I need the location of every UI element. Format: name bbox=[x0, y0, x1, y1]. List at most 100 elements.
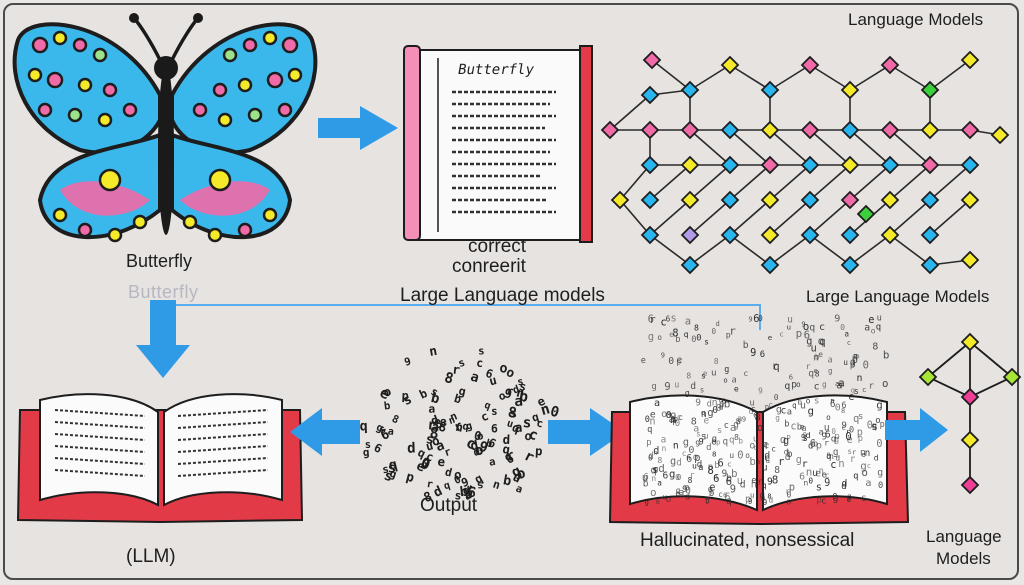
small-network-icon bbox=[918, 332, 1022, 495]
svg-text:p: p bbox=[708, 463, 713, 473]
svg-text:s: s bbox=[518, 379, 528, 394]
llm-label: (LLM) bbox=[126, 546, 176, 567]
svg-text:s: s bbox=[737, 417, 742, 426]
svg-text:b: b bbox=[787, 449, 793, 460]
svg-text:0: 0 bbox=[835, 403, 841, 414]
svg-text:p: p bbox=[858, 434, 863, 444]
svg-text:0: 0 bbox=[691, 335, 696, 345]
svg-text:n: n bbox=[803, 478, 808, 488]
svg-text:p: p bbox=[726, 330, 731, 340]
svg-text:0: 0 bbox=[668, 356, 674, 367]
svg-text:q: q bbox=[387, 456, 399, 474]
svg-text:d: d bbox=[472, 445, 481, 459]
svg-text:9: 9 bbox=[695, 439, 700, 449]
svg-text:q: q bbox=[359, 419, 368, 434]
svg-text:q: q bbox=[773, 360, 779, 373]
svg-text:c: c bbox=[751, 405, 756, 415]
arrow-down-icon bbox=[136, 300, 190, 378]
svg-text:g: g bbox=[465, 421, 474, 433]
svg-text:a: a bbox=[838, 377, 844, 390]
svg-text:q: q bbox=[729, 436, 734, 446]
svg-text:a: a bbox=[428, 402, 435, 415]
svg-text:o: o bbox=[684, 482, 690, 493]
svg-text:b: b bbox=[813, 439, 818, 449]
svg-text:9: 9 bbox=[730, 483, 736, 495]
svg-text:c: c bbox=[847, 338, 851, 347]
svg-text:6: 6 bbox=[713, 473, 719, 485]
svg-text:8: 8 bbox=[433, 416, 444, 432]
svg-text:8: 8 bbox=[755, 413, 761, 424]
svg-text:o: o bbox=[803, 320, 810, 333]
svg-text:u: u bbox=[749, 399, 754, 409]
svg-text:n: n bbox=[448, 409, 459, 424]
svg-text:9: 9 bbox=[834, 313, 840, 324]
svg-text:a: a bbox=[698, 463, 703, 473]
svg-text:q: q bbox=[818, 335, 825, 348]
svg-text:q: q bbox=[483, 400, 492, 412]
svg-text:0: 0 bbox=[840, 322, 845, 332]
svg-text:c: c bbox=[825, 470, 830, 480]
svg-text:b: b bbox=[798, 398, 803, 407]
svg-text:8: 8 bbox=[774, 465, 780, 476]
svg-text:e: e bbox=[709, 481, 715, 493]
svg-text:b: b bbox=[459, 484, 469, 500]
svg-text:s: s bbox=[478, 345, 485, 357]
svg-text:s: s bbox=[816, 481, 822, 493]
svg-text:g: g bbox=[760, 491, 766, 502]
svg-text:a: a bbox=[514, 483, 524, 496]
svg-text:e: e bbox=[703, 369, 708, 378]
svg-text:b: b bbox=[883, 348, 890, 361]
svg-text:o: o bbox=[499, 361, 509, 377]
svg-text:u: u bbox=[766, 456, 771, 465]
svg-text:r: r bbox=[452, 361, 462, 377]
svg-text:u: u bbox=[737, 476, 743, 487]
svg-text:r: r bbox=[850, 454, 856, 465]
svg-text:u: u bbox=[418, 459, 429, 473]
svg-text:c: c bbox=[841, 423, 846, 432]
svg-text:b: b bbox=[643, 479, 649, 490]
svg-text:9: 9 bbox=[801, 321, 805, 329]
svg-text:r: r bbox=[729, 325, 736, 338]
svg-text:r: r bbox=[757, 478, 762, 488]
svg-text:s: s bbox=[696, 430, 701, 439]
svg-text:0: 0 bbox=[688, 445, 694, 456]
svg-text:g: g bbox=[822, 380, 827, 389]
butterfly-faded-label: Butterfly bbox=[128, 282, 199, 302]
svg-text:s: s bbox=[854, 387, 859, 397]
svg-text:b: b bbox=[743, 340, 749, 351]
svg-text:b: b bbox=[738, 437, 743, 446]
svg-text:6: 6 bbox=[666, 314, 671, 323]
svg-text:d: d bbox=[697, 460, 702, 470]
svg-text:6: 6 bbox=[724, 492, 730, 504]
svg-text:s: s bbox=[476, 479, 485, 492]
svg-text:r: r bbox=[785, 487, 790, 496]
svg-text:d: d bbox=[769, 495, 773, 504]
svg-text:8: 8 bbox=[872, 342, 878, 353]
svg-text:e: e bbox=[818, 350, 823, 359]
svg-text:r: r bbox=[506, 384, 514, 398]
svg-text:s: s bbox=[388, 461, 396, 477]
svg-text:n: n bbox=[686, 453, 690, 462]
svg-text:n: n bbox=[713, 473, 718, 482]
svg-text:8: 8 bbox=[686, 371, 691, 380]
svg-text:p: p bbox=[834, 431, 840, 442]
svg-text:r: r bbox=[772, 360, 778, 372]
svg-text:e: e bbox=[800, 423, 805, 432]
svg-text:g: g bbox=[808, 405, 815, 418]
svg-text:c: c bbox=[862, 385, 866, 394]
svg-text:6: 6 bbox=[804, 329, 811, 342]
svg-text:d: d bbox=[808, 442, 813, 452]
svg-text:9: 9 bbox=[762, 497, 767, 507]
svg-text:8: 8 bbox=[841, 407, 845, 415]
svg-text:n: n bbox=[653, 448, 657, 457]
svg-text:o: o bbox=[757, 422, 763, 434]
svg-text:0: 0 bbox=[878, 481, 883, 491]
svg-text:6: 6 bbox=[723, 491, 727, 500]
svg-text:a: a bbox=[801, 424, 806, 434]
svg-text:g: g bbox=[776, 405, 782, 416]
svg-text:g: g bbox=[724, 364, 729, 374]
svg-text:e: e bbox=[847, 495, 852, 504]
svg-text:d: d bbox=[676, 458, 682, 469]
svg-text:o: o bbox=[745, 451, 750, 460]
